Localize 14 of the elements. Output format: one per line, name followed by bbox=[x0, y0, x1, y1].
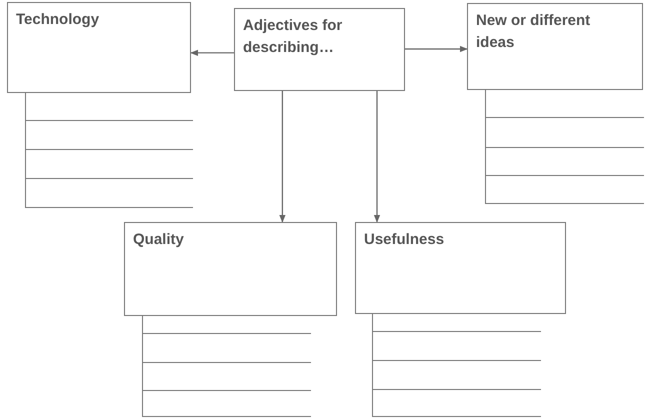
category-box bbox=[234, 8, 405, 91]
arrow bbox=[374, 91, 380, 223]
box-heading: Adjectives for describing… bbox=[243, 16, 344, 58]
box-heading: Quality bbox=[133, 230, 185, 250]
box-heading: Technology bbox=[16, 10, 100, 30]
arrow bbox=[190, 50, 234, 56]
arrow bbox=[279, 91, 286, 223]
box-heading: Usefulness bbox=[364, 230, 446, 250]
category-box bbox=[7, 2, 191, 93]
arrow bbox=[405, 46, 468, 52]
category-box bbox=[355, 222, 566, 314]
box-heading: New or different ideas bbox=[476, 11, 592, 53]
category-box bbox=[467, 3, 643, 90]
category-box bbox=[124, 222, 337, 316]
